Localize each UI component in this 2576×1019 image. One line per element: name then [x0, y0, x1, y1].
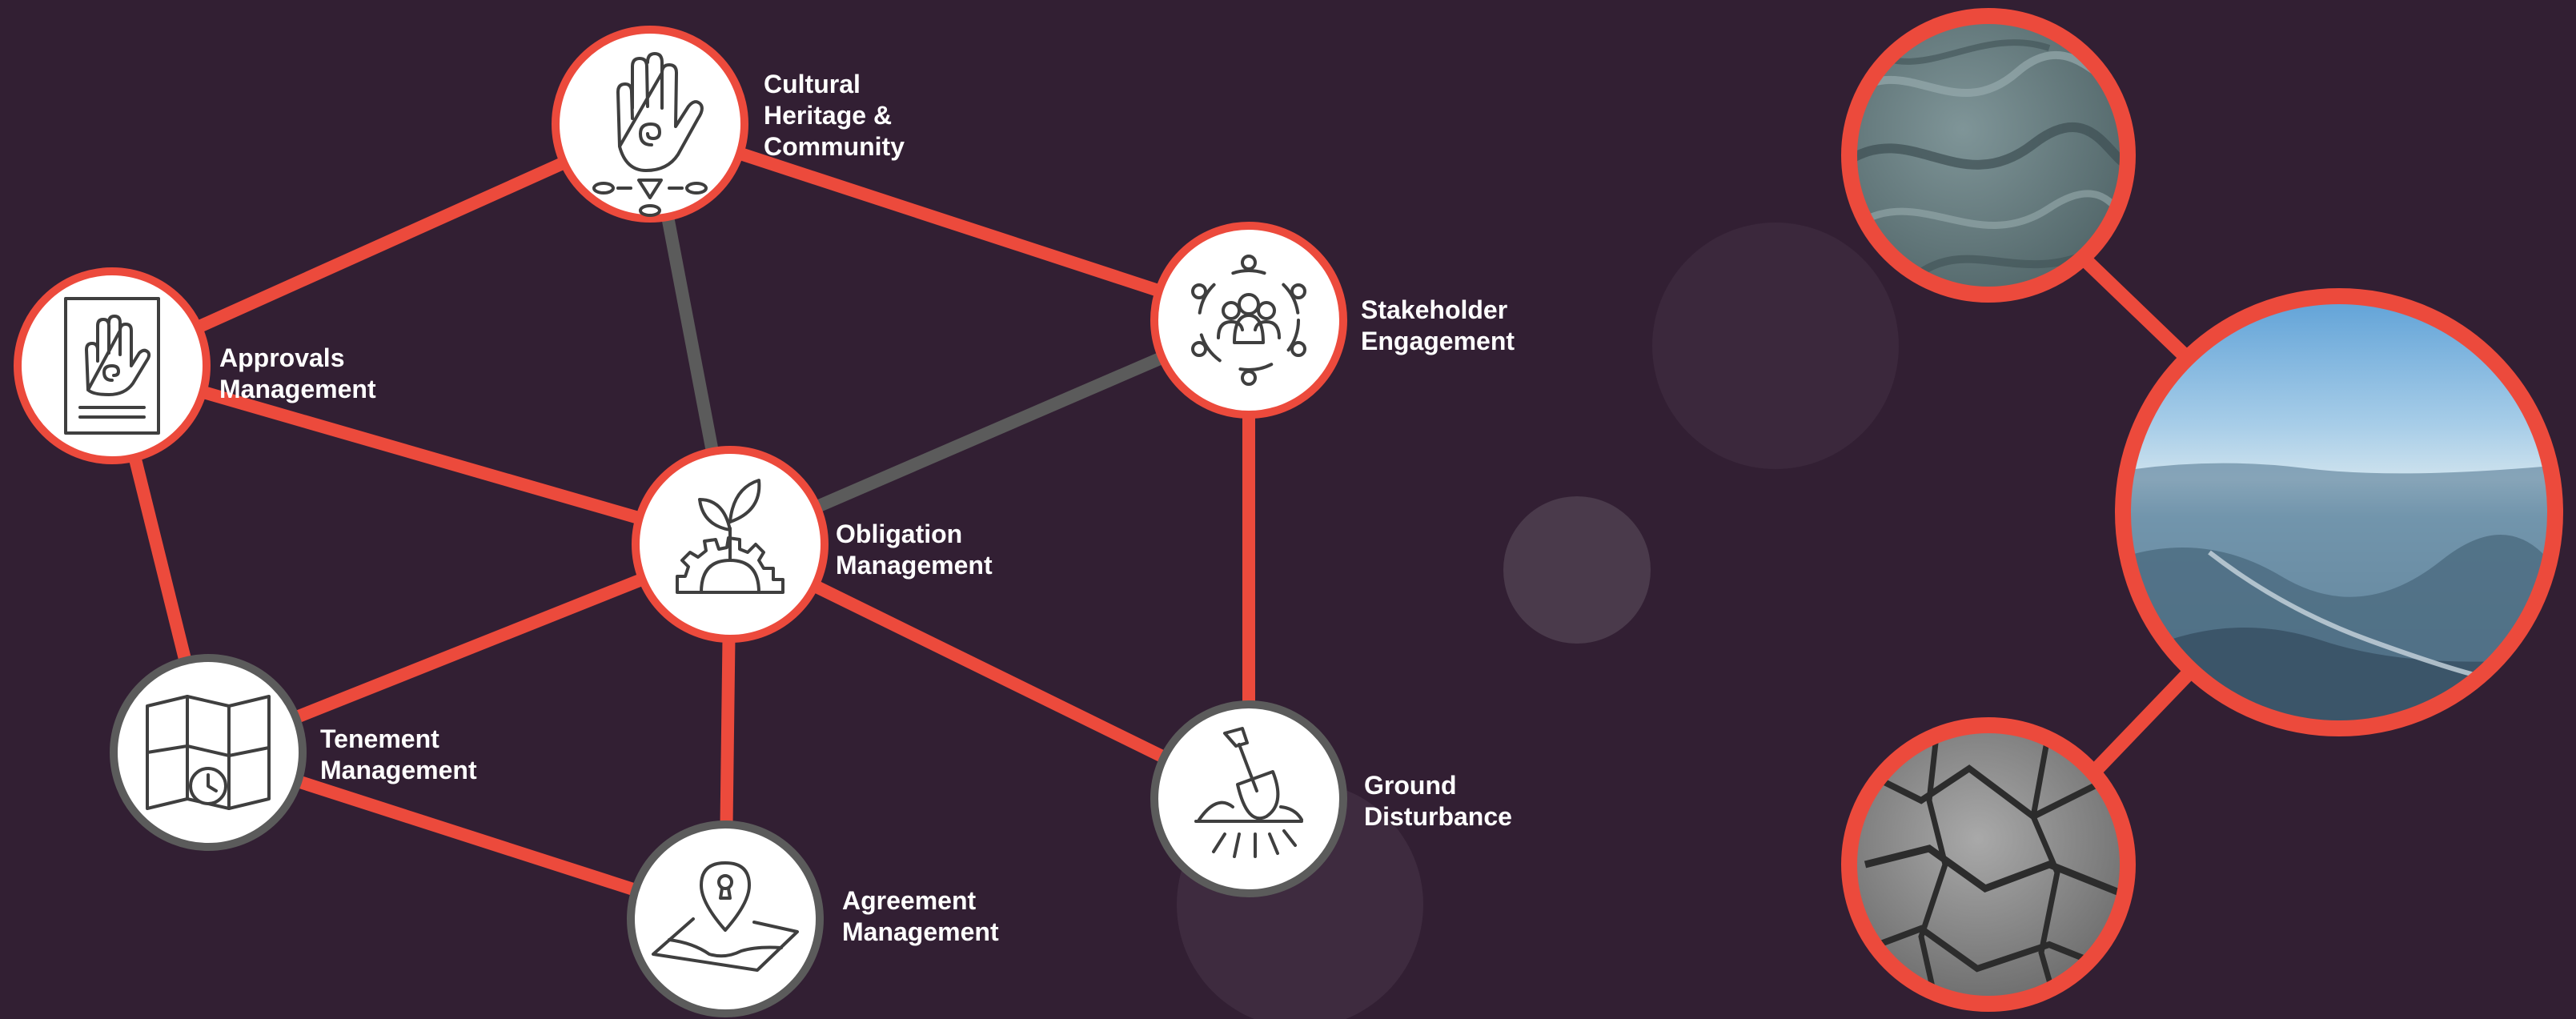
- label-line: Management: [842, 917, 999, 946]
- people-network-icon: [1191, 255, 1306, 386]
- plant-gear-icon: [676, 479, 784, 594]
- label-line: Tenement: [320, 724, 439, 753]
- label-ground-disturbance: Ground Disturbance: [1364, 771, 1512, 831]
- label-line: Heritage &: [764, 101, 893, 130]
- photo-connector: [2076, 251, 2191, 362]
- label-line: Management: [219, 375, 376, 403]
- photo-connector: [2092, 663, 2199, 774]
- label-line: Agreement: [842, 886, 977, 915]
- label-line: Disturbance: [1364, 802, 1512, 831]
- label-line: Obligation: [836, 520, 963, 548]
- label-agreement-management: Agreement Management: [842, 886, 999, 946]
- label-line: Approvals: [219, 343, 345, 372]
- network-nodes: [14, 26, 1347, 1017]
- link-approvals-obligation: [110, 359, 732, 551]
- label-stakeholder-engagement: Stakeholder Engagement: [1361, 295, 1515, 355]
- label-line: Management: [320, 756, 477, 784]
- aerial-landscape-photo: [2115, 288, 2563, 736]
- label-tenement-management: Tenement Management: [320, 724, 477, 784]
- map-pin-icon: [652, 861, 799, 972]
- document-hand-icon: [64, 297, 160, 435]
- decor-circle: [1652, 223, 1899, 469]
- map-clock-icon: [146, 695, 271, 810]
- shovel-icon: [1194, 727, 1303, 858]
- label-line: Ground: [1364, 771, 1457, 800]
- label-approvals-management: Approvals Management: [219, 343, 376, 403]
- label-cultural-heritage: Cultural Heritage & Community: [764, 70, 905, 161]
- label-line: Community: [764, 132, 905, 161]
- label-line: Management: [836, 551, 993, 580]
- node-agreement: [627, 820, 824, 1017]
- label-obligation-management: Obligation Management: [836, 520, 993, 580]
- label-line: Engagement: [1361, 327, 1515, 355]
- label-line: Cultural: [764, 70, 861, 98]
- node-ground: [1150, 700, 1347, 897]
- cracked-earth-photo: [1841, 717, 2136, 1012]
- node-stakeholder: [1150, 222, 1347, 419]
- link-cultural-stakeholder: [648, 118, 1251, 327]
- label-line: Stakeholder: [1361, 295, 1508, 324]
- decor-circle: [1503, 496, 1651, 644]
- photo-cluster: [1841, 8, 2563, 1012]
- hand-spiral-icon: [592, 52, 708, 217]
